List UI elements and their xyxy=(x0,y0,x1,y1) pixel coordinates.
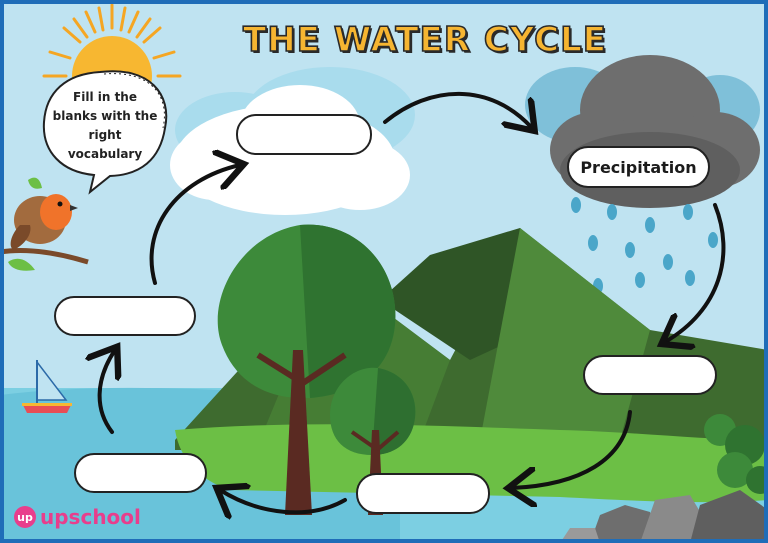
blank-box-bottom-middle[interactable] xyxy=(356,473,490,514)
speech-bubble xyxy=(42,70,168,195)
arrow-rain-down xyxy=(665,203,726,342)
arrow-to-ground xyxy=(512,410,632,488)
blank-box-top[interactable] xyxy=(236,114,372,155)
rocks xyxy=(560,490,768,543)
tall-tree xyxy=(217,224,396,515)
blank-box-left[interactable] xyxy=(54,296,196,336)
bird-icon xyxy=(0,177,89,271)
page-title: THE WATER CYCLE xyxy=(242,19,607,61)
arrow-to-lake xyxy=(220,490,347,512)
precipitation-label: Precipitation xyxy=(567,146,710,188)
small-tree xyxy=(330,367,416,515)
bushes xyxy=(704,414,768,494)
arrow-up-left xyxy=(149,165,240,285)
brand-mark-icon: up xyxy=(14,506,36,528)
brand-logo: up upschool xyxy=(14,505,141,529)
sailboat-icon xyxy=(22,359,72,413)
instruction-text: Fill in the blanks with the right vocabu… xyxy=(52,90,158,161)
blank-box-right[interactable] xyxy=(583,355,717,395)
arrow-to-cloud xyxy=(383,91,532,128)
cycle-arrows xyxy=(100,91,726,512)
brand-name: upschool xyxy=(40,505,141,529)
arrow-from-lake xyxy=(100,350,115,434)
blank-box-bottom-left[interactable] xyxy=(74,453,207,493)
raindrops xyxy=(571,197,718,294)
